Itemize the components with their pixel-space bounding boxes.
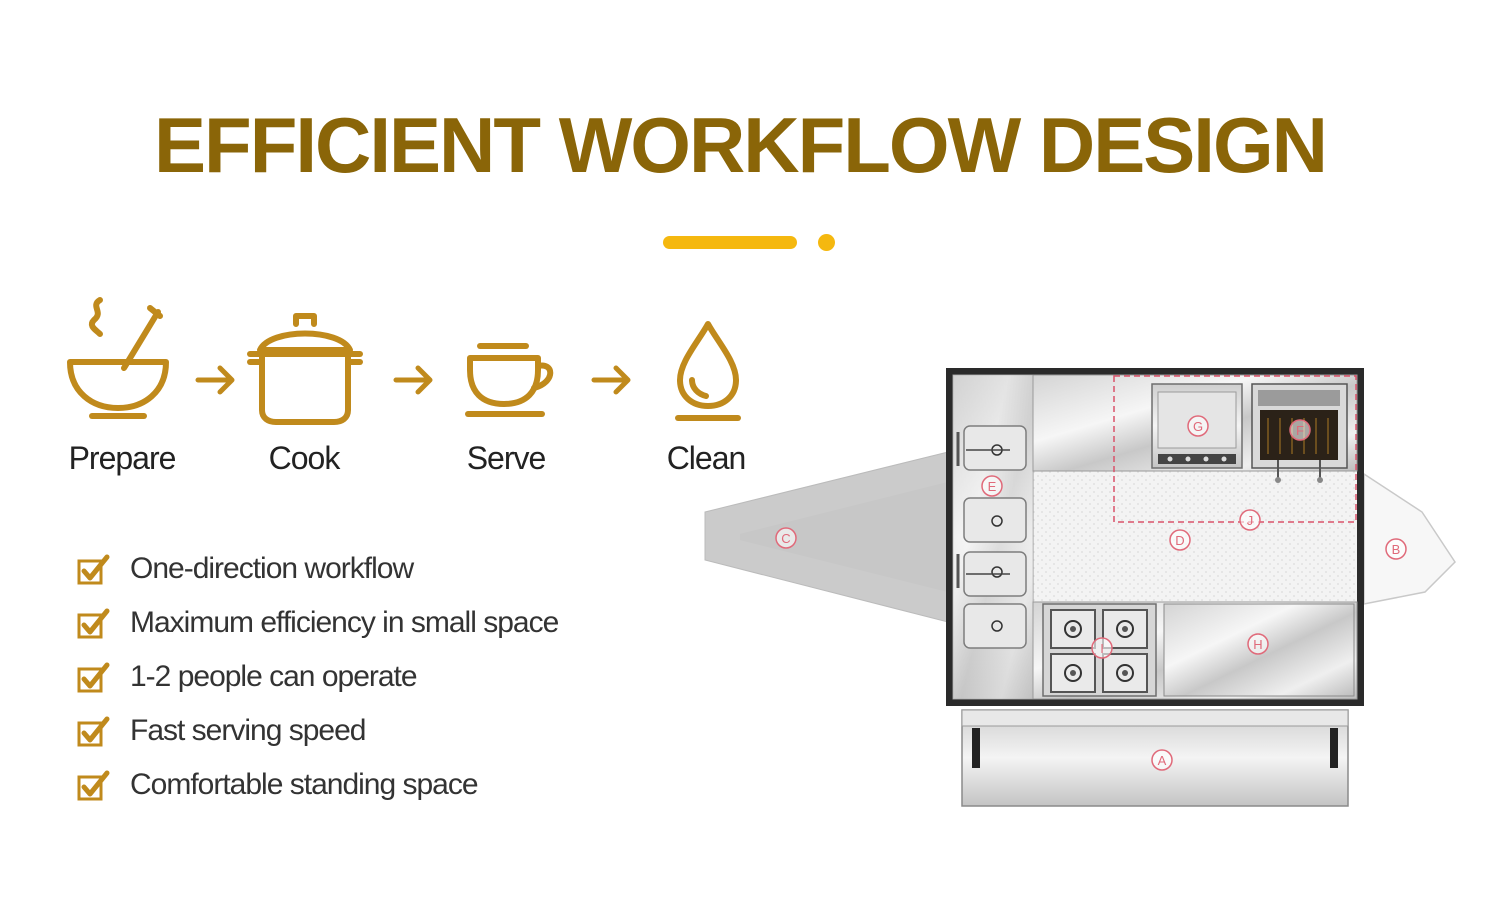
zone-marker-j [1239,509,1261,531]
zone-label-b: B [1392,542,1401,557]
work-area-zone [1113,375,1357,523]
kitchen-floorplan: A B C D E F G H I J [704,368,1456,807]
zone-label-e: E [988,479,997,494]
zone-marker-a [1151,749,1173,771]
zone-marker-d [1169,529,1191,551]
zone-marker-h [1247,633,1269,655]
zone-marker-c [775,527,797,549]
title-divider-bar [663,236,797,249]
arrow-right-icon [393,365,433,395]
arrow-right-icon [591,365,631,395]
door-zone [1363,472,1456,605]
zone-label-f: F [1296,423,1304,438]
zone-marker-b [1385,538,1407,560]
feature-text: 1-2 people can operate [130,660,418,693]
arrow-right-icon [195,365,235,395]
zone-markers [775,415,1407,771]
water-drop-icon [675,321,741,421]
zone-marker-e [981,475,1003,497]
zone-label-h: H [1253,637,1262,652]
checkbox-checked-icon [77,716,110,747]
coffee-cup-icon [465,343,554,417]
step-label-cook: Cook [268,440,341,476]
zone-label-c: C [781,531,790,546]
mixing-bowl-icon [67,297,169,419]
checkbox-checked-icon [77,608,110,639]
checkbox-checked-icon [77,770,110,801]
checkbox-checked-icon [77,554,110,585]
zone-label-i: I [1100,641,1104,656]
checkbox-checked-icon [77,662,110,693]
feature-text: Comfortable standing space [130,768,479,801]
zone-marker-i [1091,637,1113,659]
zone-marker-f [1289,419,1311,441]
feature-text: One-direction workflow [130,552,414,585]
title-divider-dot [818,234,835,251]
feature-text: Fast serving speed [130,714,366,747]
step-label-prepare: Prepare [68,440,177,476]
feature-text: Maximum efficiency in small space [130,606,559,639]
zone-label-d: D [1175,533,1184,548]
step-label-serve: Serve [466,440,547,476]
step-label-clean: Clean [666,440,747,476]
zone-label-a: A [1158,753,1167,768]
zone-label-j: J [1247,513,1254,528]
zone-marker-g [1187,415,1209,437]
cooking-pot-icon [247,313,363,425]
page-title: EFFICIENT WORKFLOW DESIGN [154,101,1328,189]
zone-label-g: G [1193,419,1203,434]
